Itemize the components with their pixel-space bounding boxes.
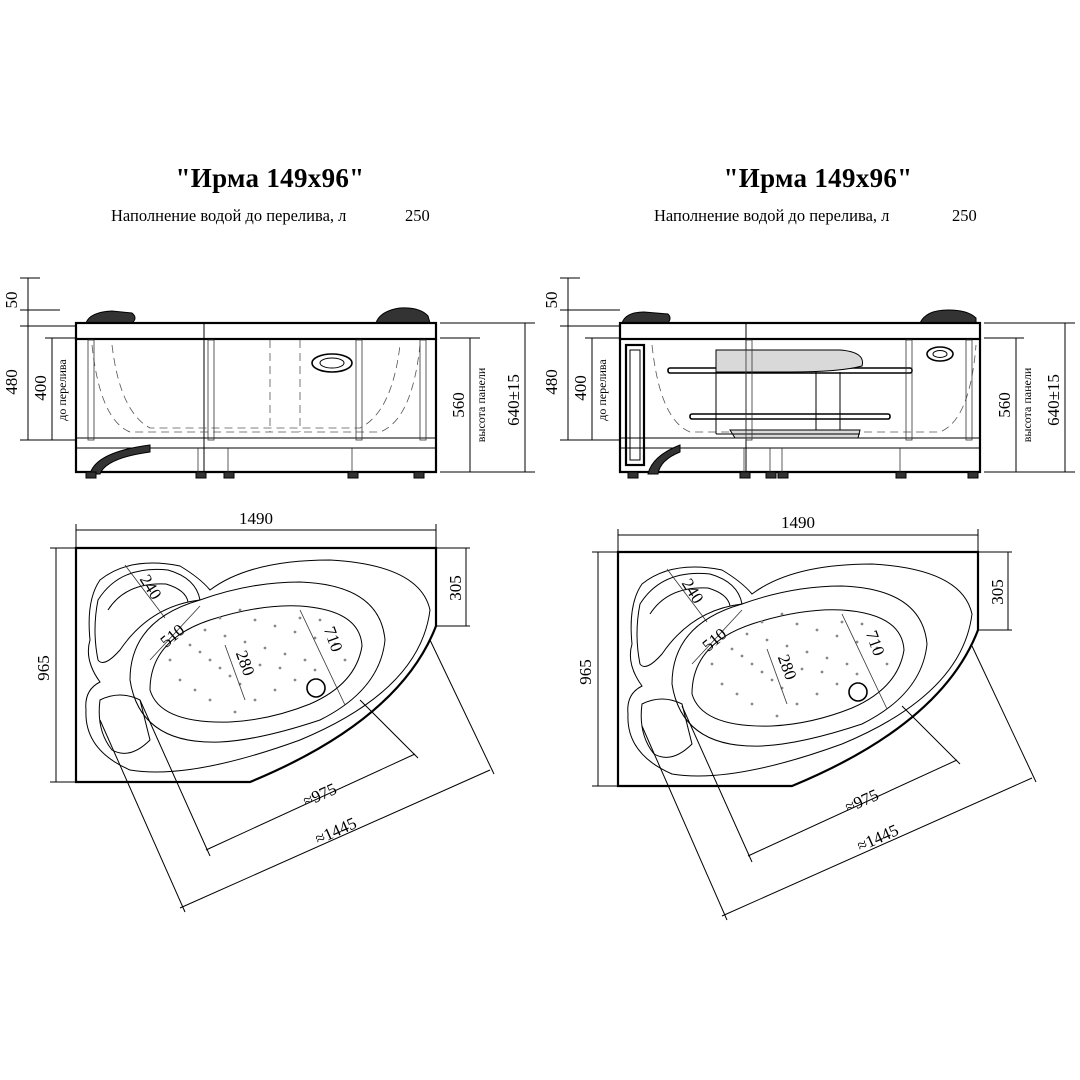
dim-panel-label: 560 <box>449 392 468 418</box>
dim-bowl-length-label: 710 <box>862 628 889 658</box>
water-fill-row: Наполнение водой до перелива, л 250 <box>654 206 977 226</box>
dim-headrest-label: 240 <box>678 575 708 607</box>
water-fill-row: Наполнение водой до перелива, л 250 <box>111 206 430 226</box>
dim-panel-label: 560 <box>995 392 1014 418</box>
dim-height-label: 480 <box>2 369 21 395</box>
dim-corner-label: 305 <box>446 575 465 601</box>
top-view: 1490 965 305 240 <box>576 513 1037 921</box>
dim-bowl-length-label: 710 <box>320 624 347 654</box>
dim-diagonal-label: ≈1445 <box>854 820 901 855</box>
dim-bowl-width-label: 510 <box>157 620 189 651</box>
dim-overflow-label: 400 <box>31 375 50 401</box>
dim-length-label: 1490 <box>239 509 273 528</box>
jet-dots <box>710 612 889 718</box>
top-view: 1490 965 305 240 <box>34 509 495 913</box>
dim-headrest-label: 240 <box>136 571 166 603</box>
technical-drawing: 50 480 400 до перелива <box>2 277 535 913</box>
dim-total-label: 640±15 <box>504 374 523 426</box>
dim-inner-length-label: ≈975 <box>300 779 340 811</box>
dim-top-label: 50 <box>542 292 561 309</box>
dim-overflow-label: 400 <box>571 375 590 401</box>
side-view: 50 480 400 до перелива <box>542 277 1075 479</box>
dim-width-label: 965 <box>576 659 595 685</box>
model-title: "Ирма 149х96" <box>723 163 913 193</box>
dim-height-label: 480 <box>542 369 561 395</box>
model-title: "Ирма 149х96" <box>175 163 365 193</box>
side-view: 50 480 400 до перелива <box>2 277 535 479</box>
dim-inner-length-label: ≈975 <box>842 785 882 817</box>
water-fill-value: 250 <box>952 206 977 225</box>
water-fill-label: Наполнение водой до перелива, л <box>111 206 347 225</box>
water-fill-label: Наполнение водой до перелива, л <box>654 206 890 225</box>
dim-diagonal-label: ≈1445 <box>312 813 359 848</box>
dim-width-label: 965 <box>34 655 53 681</box>
overflow-note: до перелива <box>595 359 609 421</box>
water-fill-value: 250 <box>405 206 430 225</box>
drawing-panel-left: "Ирма 149х96" Наполнение водой до перели… <box>2 163 535 913</box>
dim-corner-label: 305 <box>988 579 1007 605</box>
dim-length-label: 1490 <box>781 513 815 532</box>
drawing-panel-right: "Ирма 149х96" Наполнение водой до перели… <box>540 0 1080 1080</box>
jet-dots <box>168 608 347 714</box>
panel-height-note: высота панели <box>474 367 488 442</box>
dim-total-label: 640±15 <box>1044 374 1063 426</box>
technical-drawing: 50 480 400 до перелива <box>542 277 1075 921</box>
overflow-note: до перелива <box>55 359 69 421</box>
panel-height-note: высота панели <box>1020 367 1034 442</box>
dim-bowl-width-label: 510 <box>699 624 731 655</box>
dim-top-label: 50 <box>2 292 21 309</box>
